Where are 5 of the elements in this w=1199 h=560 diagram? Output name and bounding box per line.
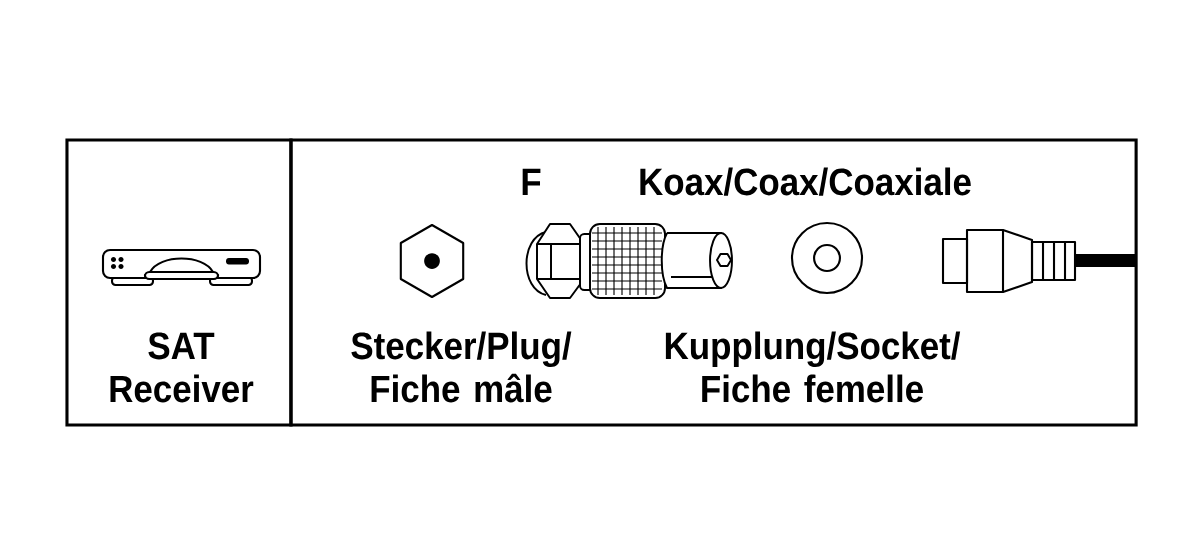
type-heading: Koax/Coax/Coaxiale: [640, 167, 971, 196]
part-label: Kupplung/Socket/ Fiche femelle: [665, 331, 961, 403]
type-heading: F: [522, 168, 541, 195]
device-label: SAT Receiver: [110, 332, 254, 403]
part-label: Stecker/Plug/ Fiche mâle: [351, 331, 572, 403]
